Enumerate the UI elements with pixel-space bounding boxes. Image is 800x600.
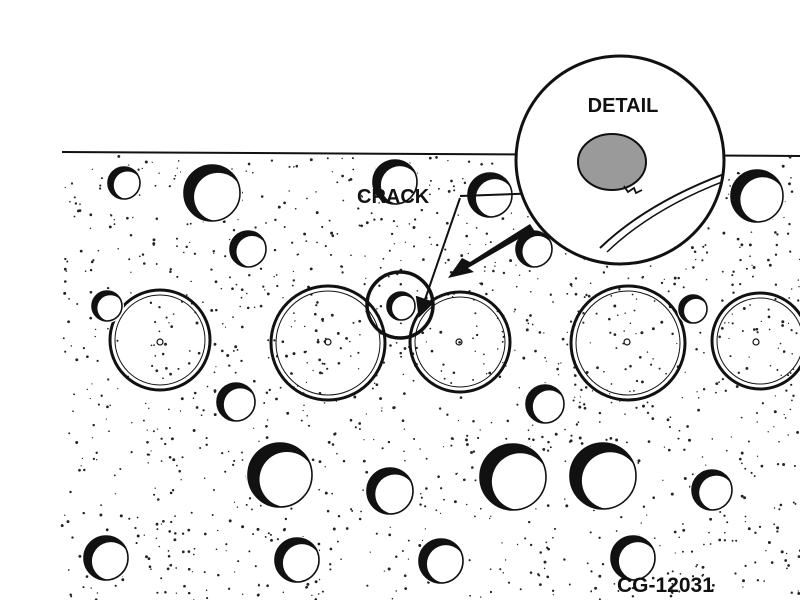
hole (729, 168, 786, 224)
hole (385, 290, 417, 322)
detail-pointer-arrow (448, 224, 534, 278)
detail-callout: DETAIL (514, 54, 726, 266)
hole (228, 229, 268, 269)
hole (609, 534, 657, 582)
hole (514, 229, 554, 269)
hole (182, 163, 243, 223)
hole (524, 383, 566, 425)
crack-arrow-to-hole (415, 197, 461, 318)
valve-seats (108, 284, 800, 402)
hole (677, 293, 709, 325)
hole (106, 165, 142, 201)
hole (371, 158, 419, 206)
detail-hole (577, 133, 647, 191)
hole (90, 289, 124, 323)
detail-seat-arc-inner (606, 175, 724, 253)
hole (246, 441, 315, 509)
valve-seat-ring (710, 291, 800, 391)
crack-label: CRACK (357, 186, 430, 208)
detail-seat-arc-outer (599, 169, 724, 249)
hole (82, 534, 130, 582)
hole (417, 537, 465, 585)
valve-seat-ring (569, 284, 687, 402)
detail-label: DETAIL (588, 95, 659, 117)
hole (568, 441, 639, 511)
hole (273, 536, 321, 584)
figure-number: CG-12031 (617, 574, 714, 597)
surface-holes (82, 158, 786, 585)
hole (365, 466, 415, 516)
hole (215, 381, 257, 423)
detail-crack-line (623, 185, 643, 195)
hole (690, 468, 734, 512)
valve-seat-ring (108, 288, 212, 392)
hole (478, 442, 549, 512)
valve-seat-ring (408, 290, 512, 394)
valve-seat-ring (269, 284, 387, 402)
